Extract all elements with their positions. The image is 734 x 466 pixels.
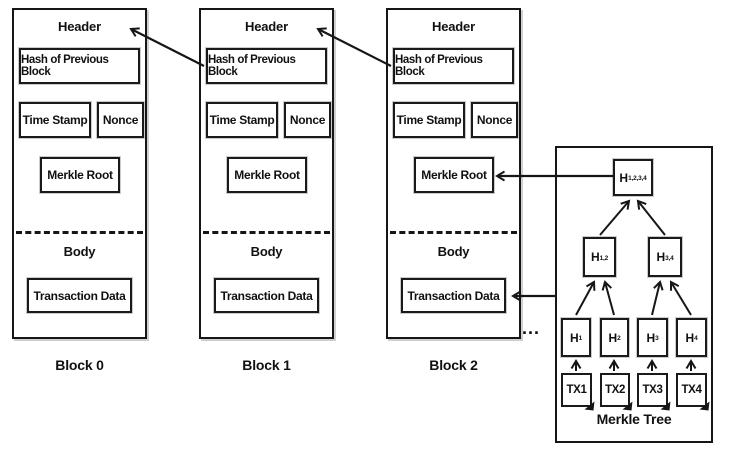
tx1-label: TX1 xyxy=(566,384,587,396)
block-1-header-body-divider xyxy=(203,231,330,234)
block-1-nonce: Nonce xyxy=(284,102,331,138)
merkle-node-h2-main: H xyxy=(608,330,618,345)
block-0-header-body-divider xyxy=(16,231,143,234)
block-2-hash-of-previous-block: Hash of Previous Block xyxy=(393,48,514,84)
block-0-merkle-root: Merkle Root xyxy=(40,157,120,193)
tx2-document: TX2 xyxy=(600,373,630,407)
block-2-transaction-data: Transaction Data xyxy=(401,278,506,313)
block-0-caption: Block 0 xyxy=(55,357,104,373)
tx4-label: TX4 xyxy=(681,384,702,396)
block-1-caption: Block 1 xyxy=(242,357,291,373)
merkle-node-h34-main: H xyxy=(656,250,666,264)
tx2-label: TX2 xyxy=(605,384,625,396)
tx4-document: TX4 xyxy=(676,373,707,407)
block-1-hash-of-previous-block: Hash of Previous Block xyxy=(206,48,327,84)
merkle-node-h3-main: H xyxy=(646,330,656,345)
block-1-body-label: Body xyxy=(250,244,283,259)
merkle-node-h1-main: H xyxy=(569,330,579,345)
block-0-time-stamp: Time Stamp xyxy=(19,102,91,138)
block-2-nonce: Nonce xyxy=(471,102,518,138)
block-0: Header Hash of Previous Block Time Stamp… xyxy=(12,8,147,339)
block-2-header-label: Header xyxy=(432,19,475,34)
block-2-header-body-divider xyxy=(390,231,517,234)
tx3-label: TX3 xyxy=(642,384,663,396)
merkle-node-h4-main: H xyxy=(685,330,695,345)
block-1-merkle-root: Merkle Root xyxy=(227,157,307,193)
block-2-body-label: Body xyxy=(437,244,470,259)
block-0-nonce: Nonce xyxy=(97,102,144,138)
merkle-node-h1-sub: 1 xyxy=(578,335,583,343)
tx1-document: TX1 xyxy=(561,373,592,407)
block-1-header-label: Header xyxy=(245,19,288,34)
chain-continuation-ellipsis: ... xyxy=(522,318,541,338)
block-1: Header Hash of Previous Block Time Stamp… xyxy=(199,8,334,339)
merkle-node-root-main: H xyxy=(619,170,629,185)
tx3-document: TX3 xyxy=(637,373,668,407)
merkle-node-h2-sub: 2 xyxy=(617,335,621,343)
block-0-body-label: Body xyxy=(63,244,96,259)
merkle-node-h4-sub: 4 xyxy=(694,335,698,343)
block-2-caption: Block 2 xyxy=(429,357,478,373)
block-0-transaction-data: Transaction Data xyxy=(27,278,132,313)
block-2-merkle-root: Merkle Root xyxy=(414,157,494,193)
block-2-time-stamp: Time Stamp xyxy=(393,102,465,138)
block-2: Header Hash of Previous Block Time Stamp… xyxy=(386,8,521,339)
merkle-node-h12-sub: 1,2 xyxy=(599,254,609,262)
merkle-node-h12-main: H xyxy=(590,250,600,264)
merkle-node-root-sub: 1,2,3,4 xyxy=(628,175,647,183)
merkle-tree-label: Merkle Tree xyxy=(596,411,672,427)
block-0-hash-of-previous-block: Hash of Previous Block xyxy=(19,48,140,84)
merkle-node-h34-sub: 3,4 xyxy=(665,254,674,262)
block-1-time-stamp: Time Stamp xyxy=(206,102,278,138)
block-0-header-label: Header xyxy=(58,19,101,34)
block-1-transaction-data: Transaction Data xyxy=(214,278,319,313)
merkle-node-h3-sub: 3 xyxy=(655,335,659,343)
